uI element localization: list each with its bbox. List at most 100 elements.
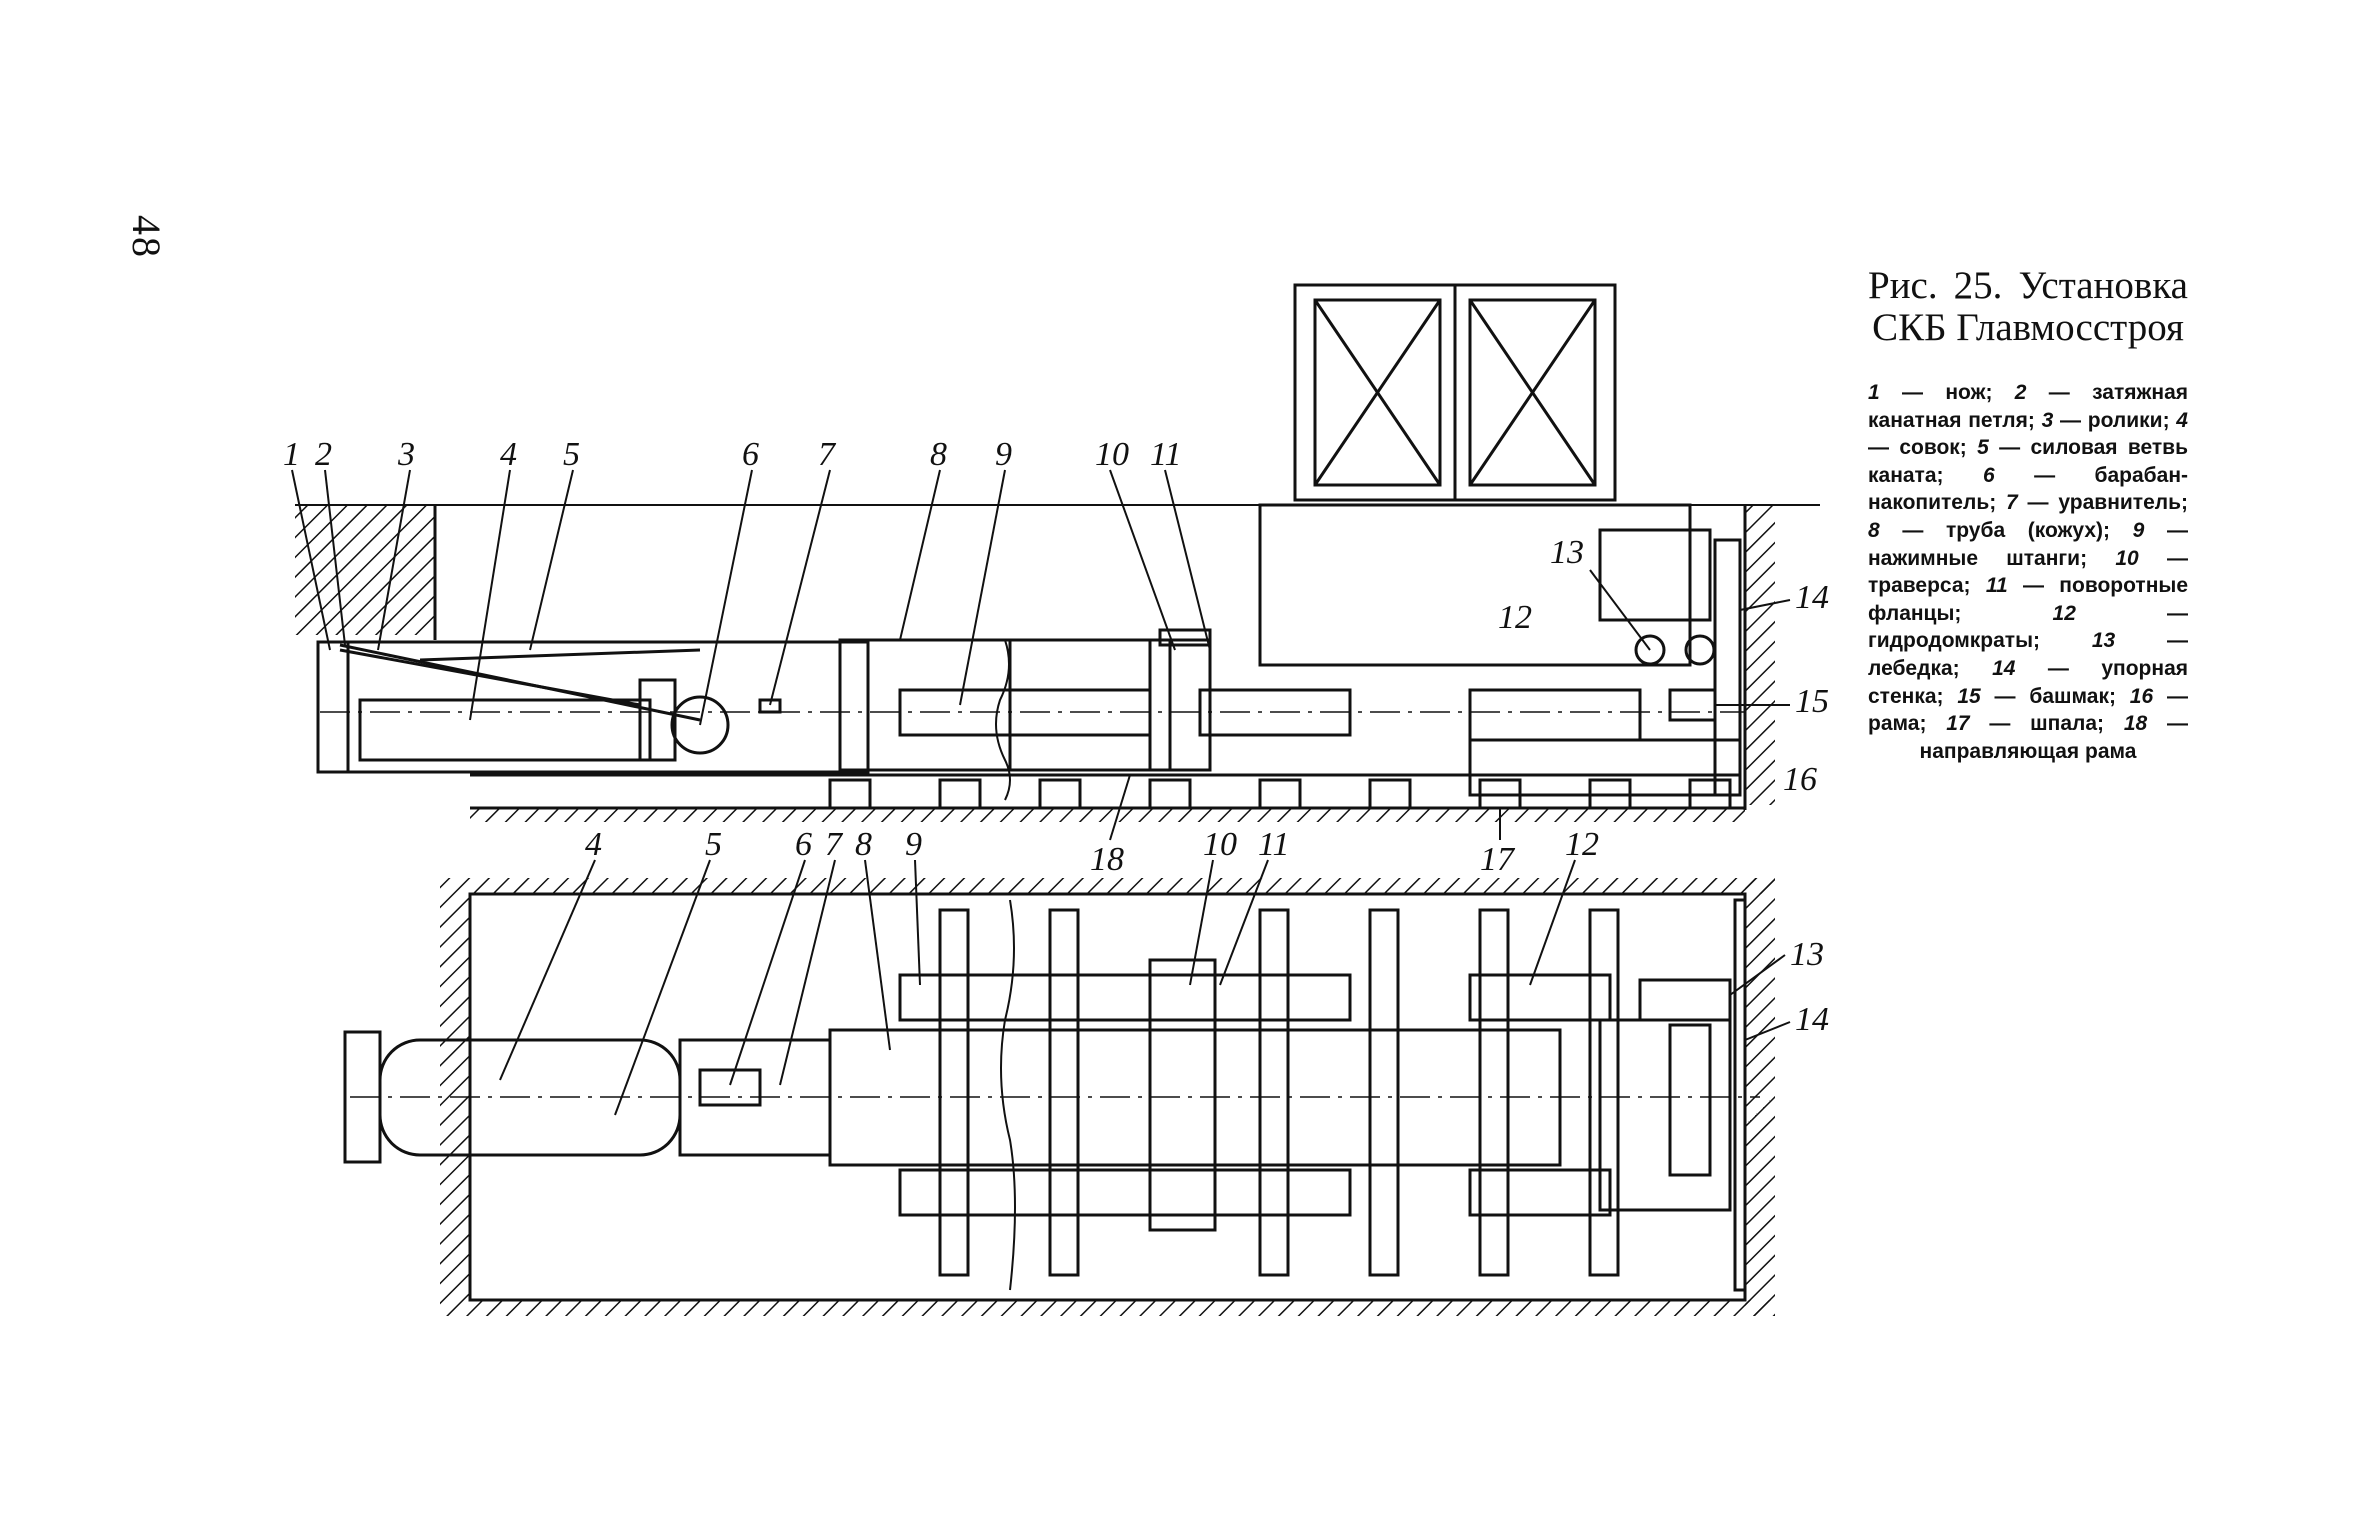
cabinet-panel-right	[1468, 298, 1597, 487]
legend-entry-11: 11 — поворотные фланцы;	[1868, 574, 2188, 625]
legend-entry-number: 8	[1868, 518, 1880, 542]
label-side-15: 15	[1795, 683, 1829, 720]
winch-motor	[1684, 634, 1716, 666]
legend-entry-10: 10 — траверса;	[1868, 547, 2188, 598]
casing-pipe-right	[1008, 638, 1172, 772]
legend-entry-4: 4 — совок;	[1868, 409, 2188, 460]
legend-entry-18: 18 — направляющая рама	[1920, 712, 2188, 763]
legend-entry-text: — рама;	[1868, 684, 2188, 736]
legend-entry-9: 9 — нажимные штанги;	[1868, 519, 2188, 570]
legend-entry-text: — нож;	[1879, 381, 2015, 404]
drum-reel	[670, 695, 730, 755]
hydraulic-jack	[1468, 688, 1642, 742]
plan-drum	[698, 1068, 762, 1107]
legend-entry-number: 14	[1992, 656, 2016, 680]
traverse-cap	[1158, 628, 1212, 647]
label-plan-14: 14	[1795, 1001, 1829, 1038]
label-side-12: 12	[1498, 599, 1532, 636]
frame	[1468, 738, 1742, 797]
scoop-casing	[346, 640, 870, 774]
cabinet-panel-left	[1313, 298, 1442, 487]
label-side-10: 10	[1095, 436, 1129, 473]
label-side-11: 11	[1150, 436, 1181, 473]
label-plan-7: 7	[825, 826, 844, 863]
legend-entry-number: 18	[2123, 712, 2148, 736]
legend-entry-5: 5 — силовая ветвь каната;	[1868, 436, 2188, 487]
legend-entry-number: 3	[2041, 408, 2054, 432]
label-side-16: 16	[1783, 761, 1817, 798]
plan-thrust-wall	[1733, 898, 1747, 1292]
right-soil-hatch	[1745, 505, 1775, 805]
label-side-18: 18	[1090, 841, 1124, 878]
label-side-8: 8	[930, 436, 947, 473]
plan-jack-top	[1468, 973, 1612, 1022]
legend-entry-text: — нажимные штанги;	[1868, 518, 2188, 570]
plan-winch	[1638, 978, 1732, 1022]
label-plan-11: 11	[1258, 826, 1289, 863]
plan-hatch-right	[1745, 878, 1775, 1316]
legend-entry-text: — шпала;	[1969, 712, 2124, 736]
legend-entry-number: 2	[2014, 381, 2027, 404]
legend-entry-text: — лебедка;	[1868, 629, 2188, 680]
figure-caption: Рис. 25. Установка СКБ Главмос­строя 1 —…	[1868, 265, 2188, 765]
legend-entry-text: — барабан-накопитель;	[1868, 463, 2188, 515]
panel-right-cross-2	[1468, 299, 1597, 486]
legend-entry-text: — направляющая рама	[1919, 712, 2188, 763]
winch-drum	[1634, 634, 1666, 666]
plan-break	[1000, 899, 1016, 1291]
label-side-13: 13	[1550, 534, 1584, 571]
legend-entry-number: 17	[1946, 712, 1970, 736]
legend-entry-text: — упорная стенка;	[1868, 656, 2188, 708]
legend-entry-1: 1 — нож;	[1868, 381, 2015, 404]
label-plan-8: 8	[855, 826, 872, 863]
legend-entry-13: 13 — лебедка;	[1868, 629, 2188, 680]
traverse	[1148, 638, 1212, 772]
legend-entry-text: — силовая ветвь каната;	[1868, 436, 2188, 487]
legend-entry-text: — поворотные фланцы;	[1868, 574, 2188, 625]
legend-entry-text: — уравнитель;	[2017, 491, 2188, 515]
label-side-3: 3	[397, 436, 415, 473]
label-plan-12: 12	[1565, 826, 1599, 863]
legend-entry-number: 6	[1982, 463, 1995, 487]
label-side-17: 17	[1480, 841, 1516, 878]
legend-entry-number: 16	[2129, 684, 2154, 708]
side-leaders	[291, 469, 1791, 841]
legend-entry-number: 7	[2006, 491, 2018, 515]
plan-hatch-top	[470, 878, 1775, 894]
label-plan-6: 6	[795, 826, 812, 863]
legend-entry-16: 16 — рама;	[1868, 685, 2188, 736]
legend-entry-text: — совок;	[1868, 436, 1978, 460]
label-side-4: 4	[500, 436, 517, 473]
knife-cell	[316, 640, 350, 774]
legend-entry-3: 3 — ролики;	[2042, 409, 2177, 432]
control-cabin	[1258, 503, 1692, 667]
legend-entry-6: 6 — барабан-накопитель;	[1868, 464, 2188, 515]
winch-housing	[1598, 528, 1712, 622]
thrust-wall	[1713, 538, 1742, 797]
legend-entry-text: — башмак;	[1980, 684, 2130, 708]
label-side-5: 5	[563, 436, 580, 473]
legend-entry-12: 12 — гидродомкраты;	[1868, 602, 2188, 653]
casing-pipe	[838, 638, 1012, 772]
legend-entry-number: 5	[1977, 436, 1989, 460]
label-side-2: 2	[315, 436, 332, 473]
scoop-body	[358, 698, 652, 762]
label-plan-4: 4	[585, 826, 602, 863]
legend-entry-number: 15	[1957, 684, 1981, 708]
plan-push-rod-top	[898, 973, 1352, 1022]
left-soil-hatch	[295, 505, 435, 635]
label-side-7: 7	[818, 436, 837, 473]
legend-entry-number: 13	[2091, 629, 2116, 653]
plan-sleepers	[938, 908, 1620, 1277]
legend-entry-8: 8 — труба (кожух);	[1868, 519, 2133, 542]
legend-entry-2: 2 — затяжная канатная петля;	[1868, 381, 2188, 432]
label-side-1: 1	[283, 436, 300, 473]
equalizer	[638, 678, 677, 762]
sleepers	[828, 778, 1732, 810]
legend-entry-text: — труба (кожух);	[1879, 518, 2133, 542]
plan-hatch-bottom	[470, 1300, 1775, 1316]
label-side-9: 9	[995, 436, 1012, 473]
side-break	[995, 639, 1011, 801]
label-plan-9: 9	[905, 826, 922, 863]
